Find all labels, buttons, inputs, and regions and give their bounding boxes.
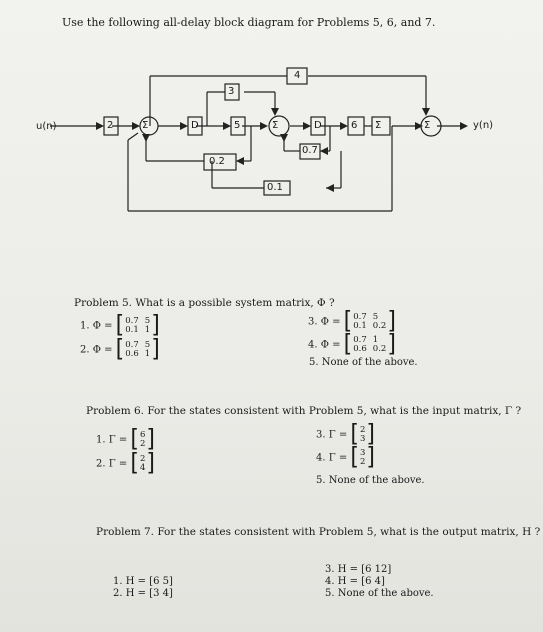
gain-block-6: 6 (351, 120, 358, 131)
instructions-title: Use the following all-delay block diagra… (62, 16, 436, 29)
gain-block-3: 3 (228, 86, 235, 97)
input-signal-label: u(n) (36, 121, 57, 132)
p6-option-5: 5. None of the above. (316, 475, 425, 486)
p7-option-1: 1. H = [6 5] (113, 576, 173, 587)
gain-block-0.7: 0.7 (302, 145, 318, 156)
p7-option-4: 4. H = [6 4] (325, 576, 385, 587)
summing-junction-4: Σ (424, 120, 431, 131)
problem-7-question: Problem 7. For the states consistent wit… (96, 526, 541, 538)
p7-option-3: 3. H = [6 12] (325, 564, 392, 575)
problem-5-question: Problem 5. What is a possible system mat… (74, 297, 335, 309)
gain-block-2: 2 (107, 120, 114, 131)
problem-6-question: Problem 6. For the states consistent wit… (86, 405, 522, 417)
p7-option-2: 2. H = [3 4] (113, 588, 173, 599)
gain-block-4: 4 (294, 70, 301, 81)
summing-junction-1: Σ (142, 120, 149, 131)
p5-option-5: 5. None of the above. (309, 357, 418, 368)
gain-block-0.1: 0.1 (267, 182, 283, 193)
delay-block-2: D (314, 120, 322, 131)
summing-junction-3: Σ (375, 120, 382, 131)
block-diagram (50, 67, 468, 212)
delay-block-1: D (191, 120, 199, 131)
p7-option-5: 5. None of the above. (325, 588, 434, 599)
summing-junction-2: Σ (272, 120, 279, 131)
gain-block-0.2: 0.2 (209, 156, 225, 167)
gain-block-5: 5 (234, 120, 241, 131)
output-signal-label: y(n) (473, 120, 494, 131)
